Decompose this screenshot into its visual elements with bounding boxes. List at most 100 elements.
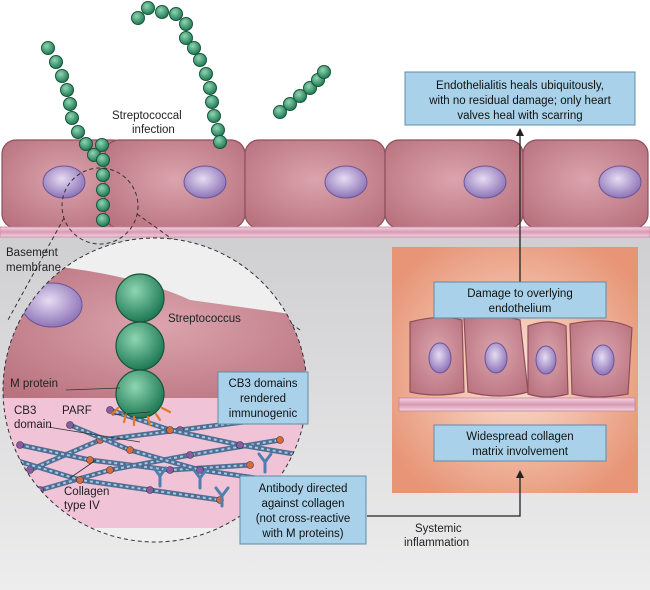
nucleus — [535, 345, 557, 375]
label-collagen-type-iv: Collagen type IV — [64, 486, 113, 512]
label-cb3-domain: CB3 domain — [14, 405, 52, 431]
collagen-fibre-highlight — [19, 444, 251, 472]
coccus — [79, 137, 93, 151]
cb3-domain-node — [66, 421, 74, 429]
label-streptococcal-infection: Streptococcal infection — [112, 110, 185, 136]
coccus — [205, 95, 219, 109]
cb3-domain-node — [16, 441, 24, 449]
nucleus — [428, 342, 452, 374]
endothelial-layer — [1, 139, 649, 229]
cb3-domain-node — [246, 461, 254, 469]
coccus — [193, 53, 207, 67]
coccus — [96, 168, 110, 182]
cb3-domain-node — [276, 436, 284, 444]
coccus — [63, 97, 77, 111]
m-protein — [122, 412, 128, 424]
coccus — [65, 111, 79, 125]
box-endothelialitis: Endothelialitis heals ubiquitously,with … — [404, 71, 636, 126]
coccus — [95, 138, 109, 152]
coccus — [199, 67, 213, 81]
nucleus — [463, 165, 507, 199]
svg-text:Endothelialitis heals ubiquito: Endothelialitis heals ubiquitously,with … — [428, 80, 611, 122]
leader-collagen — [69, 459, 97, 479]
cb3-domain-node — [106, 466, 114, 474]
leader-m-protein — [65, 387, 121, 391]
antibodies — [152, 452, 273, 508]
leader-parf — [111, 411, 151, 416]
cb3-domain-node — [146, 486, 154, 494]
antibody — [192, 468, 208, 490]
coccus — [203, 81, 217, 95]
coccus — [141, 1, 155, 15]
m-protein — [160, 406, 172, 414]
coccus — [187, 41, 201, 55]
cb3-domain-node — [196, 466, 204, 474]
coccus — [49, 55, 63, 69]
label-streptococcus: Streptococcus — [168, 313, 241, 325]
coccus — [283, 97, 297, 111]
m-protein — [154, 412, 162, 422]
coccus — [213, 135, 227, 149]
m-proteins — [110, 406, 172, 427]
collagen-network — [11, 406, 304, 504]
cb3-domain-node — [126, 446, 134, 454]
nucleus — [598, 165, 642, 199]
nucleus — [484, 342, 508, 374]
nucleus — [324, 165, 368, 199]
nucleus — [591, 344, 615, 376]
cb3-domain-node — [236, 441, 244, 449]
arrow-systemic — [367, 470, 524, 517]
coccus — [96, 213, 110, 227]
label-basement-membrane: Basement membrane — [6, 247, 61, 274]
coccus — [293, 89, 307, 103]
m-protein — [110, 406, 120, 416]
damaged-cells — [409, 314, 633, 398]
collagen-fibre-highlight — [14, 459, 221, 501]
coccus — [55, 69, 69, 83]
coccus — [96, 198, 110, 212]
coccus — [60, 83, 74, 97]
coccus — [96, 153, 110, 167]
coccus — [96, 183, 110, 197]
panel-basement-membrane — [398, 397, 636, 412]
streptococcal-chains — [41, 1, 331, 227]
nucleus — [183, 165, 227, 199]
nucleus — [42, 165, 86, 199]
cb3-domain-node — [106, 406, 114, 414]
label-parf: PARF — [62, 405, 92, 417]
streptococcus — [115, 273, 165, 419]
cb3-domain-node — [166, 466, 174, 474]
cb3-domain-node — [76, 476, 84, 484]
label-systemic-inflammation: Systemic inflammation — [404, 523, 469, 549]
label-m-protein: M protein — [10, 378, 58, 390]
collagen-fibre-highlight — [109, 409, 301, 456]
coccus — [131, 11, 145, 25]
coccus — [207, 109, 221, 123]
cb3-domain-node — [86, 456, 94, 464]
coccus — [155, 5, 169, 19]
coccus — [211, 123, 225, 137]
zoom-source-circle — [61, 167, 139, 245]
zoom-line — [7, 217, 65, 321]
coccus — [169, 7, 183, 21]
coccus — [179, 17, 193, 31]
leader-cb3 — [47, 426, 141, 443]
cb3-domain-node — [166, 426, 174, 434]
basement-membrane — [0, 226, 650, 238]
coccus — [41, 41, 55, 55]
coccus — [317, 65, 331, 79]
antibody — [257, 452, 273, 474]
antibody — [152, 466, 168, 488]
m-protein — [146, 415, 152, 427]
cb3-domain-node — [186, 451, 194, 459]
